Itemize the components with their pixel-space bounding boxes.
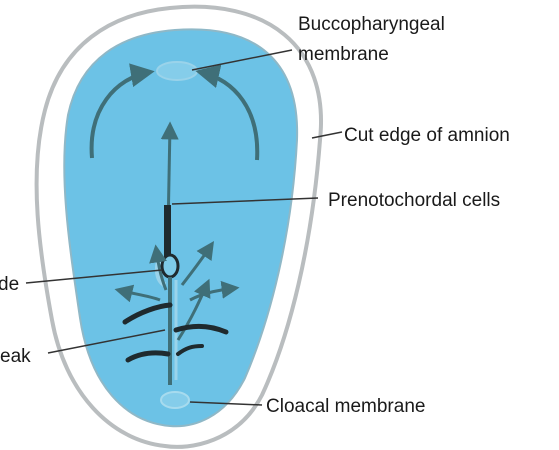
cloacal-membrane	[161, 392, 189, 408]
label-streak-fragment: eak	[0, 346, 31, 367]
label-node-fragment: de	[0, 274, 19, 295]
label-buccopharyngeal-line1: Buccopharyngeal	[298, 14, 445, 35]
label-prenotochordal: Prenotochordal cells	[328, 190, 500, 211]
primitive-node	[162, 255, 178, 277]
buccopharyngeal-membrane	[157, 62, 197, 80]
label-cloacal: Cloacal membrane	[266, 396, 425, 417]
label-amnion: Cut edge of amnion	[344, 125, 510, 146]
label-buccopharyngeal-line2: membrane	[298, 44, 389, 65]
